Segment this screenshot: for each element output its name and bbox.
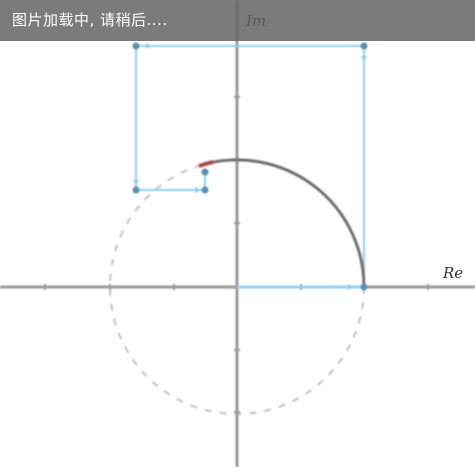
guide-arrow	[133, 180, 139, 186]
point-top-right	[360, 42, 368, 50]
guide-arrow	[348, 284, 354, 290]
point-real-one	[360, 283, 368, 291]
loading-banner: 图片加载中, 请稍后....	[0, 0, 475, 41]
point-small-right	[201, 186, 209, 194]
guide-lines	[135, 45, 365, 289]
point-top-left	[132, 42, 140, 50]
real-axis-label: Re	[443, 264, 464, 282]
point-left-bottom	[132, 186, 140, 194]
guide-arrow	[361, 56, 367, 62]
guide-arrows	[133, 43, 367, 290]
point-small-top	[201, 168, 209, 176]
guide-points	[132, 42, 368, 291]
guide-arrow	[146, 43, 152, 49]
guide-arrow	[195, 187, 201, 193]
rotation-arc	[204, 158, 366, 288]
arc-highlight	[198, 160, 214, 168]
